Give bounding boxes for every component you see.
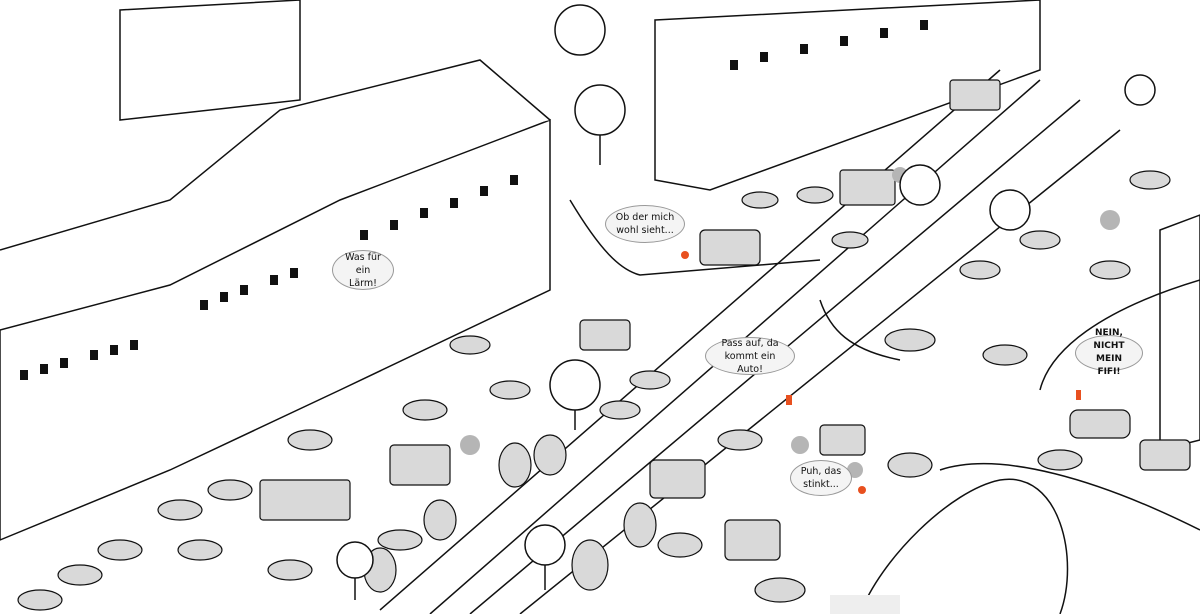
speech-bubble-fifi: NEIN, NICHT MEIN FIFI! xyxy=(1075,328,1143,377)
speech-bubble-cyclist: Ob der mich wohl sieht... xyxy=(605,205,685,243)
speech-bubble-warning: Pass auf, da kommt ein Auto! xyxy=(705,337,795,375)
speech-bubble-smell: Puh, das stinkt... xyxy=(790,460,852,496)
speech-bubble-noise: Was für ein Lärm! xyxy=(332,250,394,290)
